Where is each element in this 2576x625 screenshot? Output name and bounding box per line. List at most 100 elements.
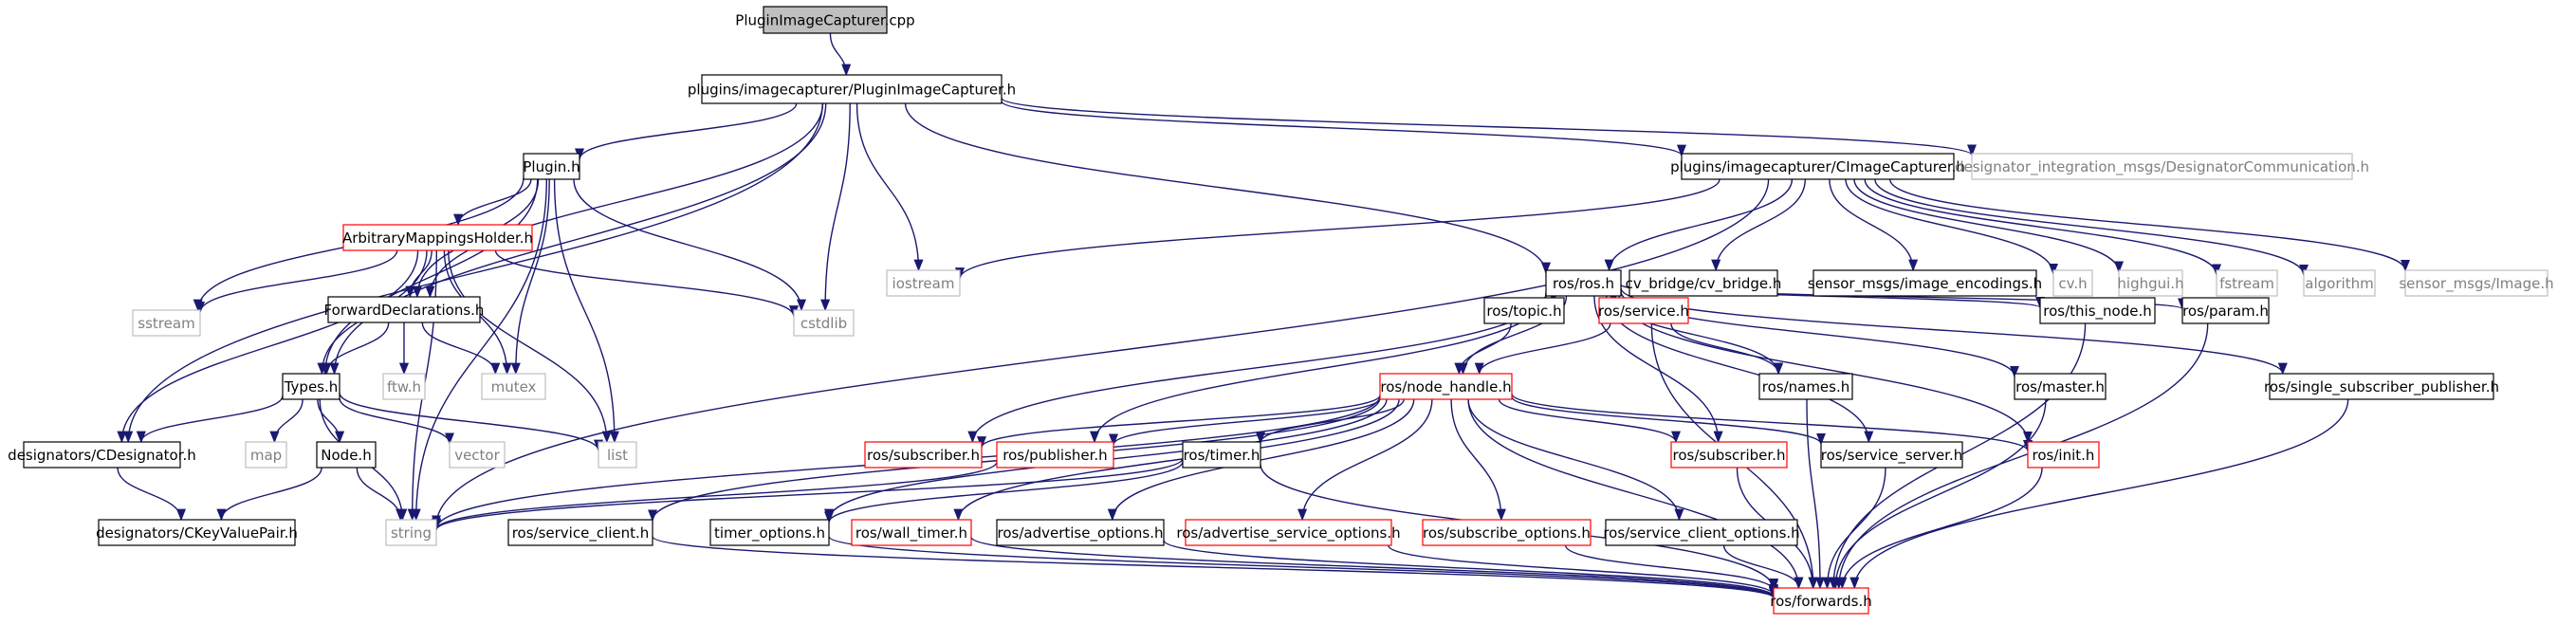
node-rosh[interactable]: ros/ros.h (1545, 269, 1622, 297)
node-box-init (2027, 441, 2100, 469)
node-box-list (598, 441, 637, 469)
node-master[interactable]: ros/master.h (2014, 373, 2107, 400)
node-iostream: iostream (886, 269, 961, 297)
node-names[interactable]: ros/names.h (1758, 373, 1853, 400)
node-plugin_h[interactable]: Plugin.h (523, 153, 580, 180)
node-box-nodeh (316, 441, 377, 469)
node-box-smi (2404, 269, 2548, 297)
node-ckvp[interactable]: designators/CKeyValuePair.h (96, 519, 298, 546)
node-label-dim_comm: designator_integration_msgs/DesignatorCo… (1955, 158, 2369, 176)
node-ao[interactable]: ros/advertise_options.h (996, 519, 1165, 546)
node-sme[interactable]: sensor_msgs/image_encodings.h (1808, 269, 2042, 297)
node-box-iostream (886, 269, 961, 297)
node-types[interactable]: Types.h (282, 373, 340, 400)
node-cic_h[interactable]: plugins/imagecapturer/CImageCapturer.h (1670, 153, 1965, 180)
edge-nodeh-to-ckvp (216, 467, 322, 522)
node-fwd[interactable]: ros/forwards.h (1770, 587, 1872, 615)
edge-nh-to-subscriber_h (977, 395, 1381, 449)
node-string: string (385, 519, 437, 546)
edge-nh-to-wt (953, 398, 1400, 522)
node-so[interactable]: ros/subscribe_options.h (1422, 519, 1592, 546)
node-label-fstream: fstream (2219, 275, 2274, 292)
node-label-string: string (391, 524, 432, 542)
edge-param-to-fwd (1833, 322, 2209, 590)
node-label-nodeh: Node.h (321, 447, 371, 464)
edge-pic_h-to-dim_comm (1001, 97, 1977, 156)
node-label-list: list (607, 447, 628, 464)
node-label-init: ros/init.h (2033, 447, 2095, 464)
node-box-root (763, 6, 888, 34)
node-wt[interactable]: ros/wall_timer.h (851, 519, 972, 546)
edge-cic_h-to-fstream (1864, 178, 2221, 277)
node-ftw: ftw.h (382, 373, 426, 400)
node-box-so (1422, 519, 1592, 546)
node-cstdlib: cstdlib (793, 309, 855, 337)
node-label-amh: ArbitraryMappingsHolder.h (342, 230, 533, 247)
node-box-sme (1812, 269, 2037, 297)
node-box-sstream (132, 309, 201, 337)
node-ss[interactable]: ros/service_server.h (1820, 441, 1963, 469)
node-box-dim_comm (1971, 153, 2353, 180)
edge-cdes-to-ckvp (117, 467, 187, 522)
node-box-cdes (23, 441, 181, 469)
node-thisnode[interactable]: ros/this_node.h (2039, 297, 2156, 324)
edge-amh-to-sstream (195, 249, 398, 314)
edge-nh-to-ss (1511, 395, 1826, 446)
node-to[interactable]: timer_options.h (709, 519, 830, 546)
node-aso[interactable]: ros/advertise_service_options.h (1176, 519, 1401, 546)
edge-wt-to-fwd (970, 536, 1778, 598)
node-box-cvb (1628, 269, 1778, 297)
node-label-pic_h: plugins/imagecapturer/PluginImageCapture… (688, 82, 1016, 99)
node-topic[interactable]: ros/topic.h (1483, 297, 1565, 324)
node-cdes[interactable]: designators/CDesignator.h (8, 441, 196, 469)
node-box-ftw (382, 373, 426, 400)
node-label-names: ros/names.h (1762, 378, 1850, 395)
edge-ss-to-fwd (1822, 467, 1886, 590)
node-sco[interactable]: ros/service_client_options.h (1603, 519, 1800, 546)
node-label-fwd: ros/forwards.h (1770, 593, 1871, 610)
node-root[interactable]: PluginImageCapturer.cpp (735, 6, 915, 34)
edge-topic-to-nh (1454, 322, 1512, 376)
node-label-cdes: designators/CDesignator.h (8, 447, 196, 464)
node-pic_h[interactable]: plugins/imagecapturer/PluginImageCapture… (688, 74, 1016, 104)
node-publisher[interactable]: ros/publisher.h (996, 441, 1114, 469)
node-label-thisnode: ros/this_node.h (2043, 303, 2151, 321)
edge-names-to-fwd (1806, 398, 1826, 590)
node-sc[interactable]: ros/service_client.h (507, 519, 653, 546)
edge-nh-to-Subscriber_h (1498, 398, 1681, 444)
node-label-map: map (250, 447, 282, 464)
node-box-sco (1605, 519, 1798, 546)
node-label-mutex: mutex (491, 378, 537, 395)
node-ssp[interactable]: ros/single_subscriber_publisher.h (2264, 373, 2499, 400)
node-label-smi: sensor_msgs/Image.h (2399, 275, 2553, 293)
edge-pic_h-to-cdes (123, 102, 823, 444)
node-init[interactable]: ros/init.h (2027, 441, 2100, 469)
node-fstream: fstream (2216, 269, 2278, 297)
node-label-ao: ros/advertise_options.h (998, 524, 1164, 542)
node-fd[interactable]: ForwardDeclarations.h (324, 296, 485, 323)
node-subscriber_h[interactable]: ros/subscriber.h (864, 441, 983, 469)
node-label-cstdlib: cstdlib (800, 315, 847, 332)
node-box-cvh (2052, 269, 2093, 297)
edge-root-to-pic_h (829, 32, 852, 77)
node-box-service (1598, 297, 1689, 324)
node-cvb[interactable]: cv_bridge/cv_bridge.h (1626, 269, 1782, 297)
node-param[interactable]: ros/param.h (2181, 297, 2270, 324)
edge-plugin_h-to-string (411, 178, 547, 522)
edge-pic_h-to-cstdlib (820, 102, 851, 312)
node-timer[interactable]: ros/timer.h (1182, 441, 1261, 469)
node-Subscriber_h[interactable]: ros/subscriber.h (1670, 441, 1788, 469)
node-nodeh[interactable]: Node.h (316, 441, 377, 469)
edge-pic_h-to-rosh (904, 102, 1551, 275)
edge-amh-to-cdes (117, 249, 419, 444)
node-amh[interactable]: ArbitraryMappingsHolder.h (342, 224, 533, 251)
node-nh[interactable]: ros/node_handle.h (1379, 373, 1513, 400)
node-box-thisnode (2039, 297, 2156, 324)
node-label-sme: sensor_msgs/image_encodings.h (1808, 275, 2042, 293)
node-highgui: highgui.h (2117, 269, 2184, 297)
edge-service-to-nh (1474, 322, 1611, 376)
node-service[interactable]: ros/service.h (1598, 297, 1689, 324)
node-label-types: Types.h (284, 378, 339, 395)
edge-cic_h-to-highgui (1853, 178, 2124, 274)
